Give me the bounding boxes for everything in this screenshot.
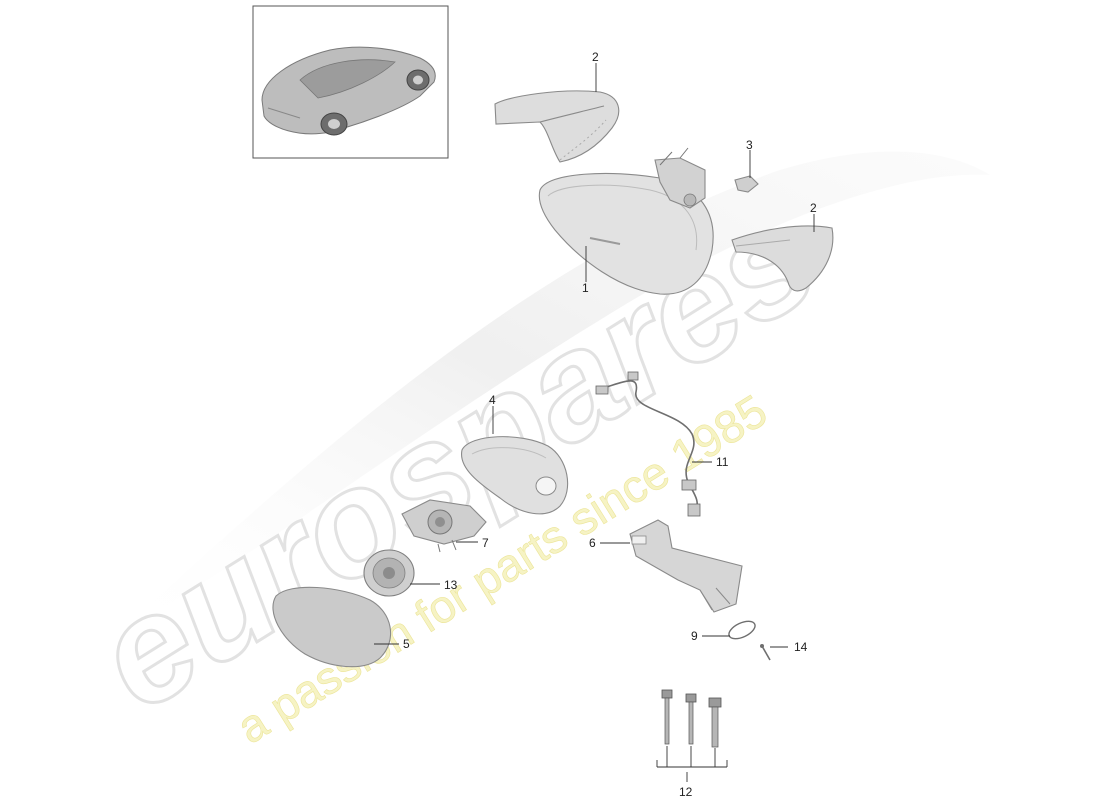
- callout-9: 9: [691, 629, 698, 643]
- part-12-bolts: [661, 689, 722, 748]
- mirror-bracket-mechanism: [654, 147, 706, 209]
- callout-6: 6: [589, 536, 596, 550]
- bolt-1: [661, 689, 673, 745]
- callout-5: 5: [403, 637, 410, 651]
- part-4-mirror-cap: [461, 436, 569, 515]
- callout-2-side: 2: [810, 201, 817, 215]
- leader-lines: [374, 63, 815, 782]
- callout-7: 7: [482, 536, 489, 550]
- callout-1: 1: [582, 281, 589, 295]
- part-14-pin: [760, 644, 771, 661]
- part-2-upper-trim: [494, 90, 620, 163]
- part-3-clip: [734, 175, 759, 193]
- callout-13: 13: [444, 578, 458, 592]
- part-1-mirror-housing: [538, 173, 714, 295]
- leader-12: [656, 746, 728, 782]
- callout-14: 14: [794, 640, 808, 654]
- part-9-seal-ring: [728, 620, 756, 640]
- car-thumbnail-icon: [261, 46, 436, 136]
- part-11-wiring-harness: [595, 371, 701, 517]
- part-7-actuator: [401, 499, 487, 553]
- callout-11: 11: [716, 455, 729, 469]
- part-5-mirror-glass: [272, 586, 392, 668]
- car-thumbnail: [252, 5, 449, 159]
- part-13-glass-adapter: [363, 549, 415, 597]
- callout-2-upper: 2: [592, 50, 599, 64]
- callout-3: 3: [746, 138, 753, 152]
- bolt-2: [685, 693, 697, 745]
- part-6-mirror-base: [629, 519, 743, 613]
- callout-12: 12: [679, 785, 693, 799]
- callout-labels: 1 2 2 3 4 5 6 7 9 11 12 13 14: [403, 50, 817, 799]
- part-2-side-trim: [731, 225, 834, 292]
- bolt-3: [708, 697, 722, 748]
- callout-4: 4: [489, 393, 496, 407]
